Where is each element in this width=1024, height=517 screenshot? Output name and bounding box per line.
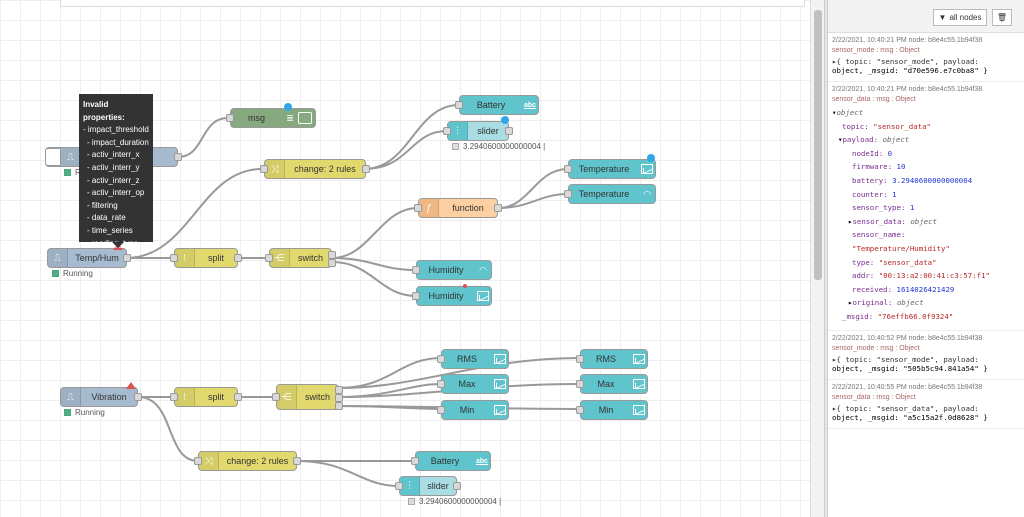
chart-node-rms-1[interactable]: RMS <box>437 349 509 369</box>
chart-node-max-1[interactable]: Max <box>437 374 509 394</box>
debug-message[interactable]: 2/22/2021, 10:40:52 PM node: b8e4c55.1b9… <box>828 331 1024 380</box>
switch-icon: ⋲ <box>277 385 297 409</box>
debug-node-msg[interactable]: msg ≣ <box>226 108 316 128</box>
flow-workspace[interactable]: ⎍ R msg ≣ ⤨ change: 2 rules Battery abc … <box>0 0 810 517</box>
split-node-2[interactable]: ⁝ split <box>170 387 242 407</box>
switch-node-1[interactable]: ⋲ switch <box>265 248 336 268</box>
invalid-properties-tooltip: Invalid properties: - impact_threshold -… <box>79 94 153 248</box>
slider-2-status: 3.2940600000000004 | <box>408 497 501 506</box>
slider-1-status: 3.2940600000000004 | <box>452 142 545 151</box>
chart-icon <box>492 375 508 393</box>
trash-icon: 🗑 <box>996 13 1008 22</box>
sensor-node-temphum[interactable]: ⎍ Temp/Hum <box>47 248 131 268</box>
switch-icon: ⋲ <box>270 249 290 267</box>
text-node-battery-2[interactable]: Battery abc <box>411 451 491 471</box>
wave-icon: ⎍ <box>61 388 81 406</box>
inject-top-status: R <box>64 168 81 177</box>
slider-node-2[interactable]: ⫶ slider <box>395 476 461 496</box>
slider-icon: ⫶ <box>400 477 420 495</box>
gauge-node-humidity[interactable]: Humidity ◠ <box>412 260 492 280</box>
vibration-status: Running <box>64 408 105 417</box>
gauge-node-temperature[interactable]: Temperature ◠ <box>564 184 656 204</box>
shuffle-icon: ⤨ <box>199 452 219 470</box>
expand-icon[interactable]: ▸ <box>832 403 837 413</box>
debug-toggle-button[interactable] <box>298 112 312 124</box>
chart-icon <box>492 350 508 368</box>
collapse-icon[interactable]: ▾ <box>838 135 843 145</box>
output-port[interactable] <box>174 153 182 161</box>
split-icon: ⁝ <box>175 388 195 406</box>
sidebar-resize-handle[interactable] <box>824 0 828 517</box>
inject-icon: ⎍ <box>61 148 81 166</box>
shuffle-icon: ⤨ <box>265 160 285 178</box>
chart-node-min-1[interactable]: Min <box>437 400 509 420</box>
inject-button-icon[interactable] <box>45 148 61 166</box>
function-icon: ƒ <box>419 199 439 217</box>
debug-message[interactable]: 2/22/2021, 10:40:55 PM node: b8e4c55.1b9… <box>828 380 1024 429</box>
slider-icon: ⫶ <box>448 122 468 140</box>
chart-node-temperature[interactable]: Temperature <box>564 159 656 179</box>
chart-node-min-2[interactable]: Min <box>576 400 648 420</box>
expand-icon[interactable]: ▸ <box>848 216 853 226</box>
chart-icon <box>631 375 647 393</box>
chart-icon <box>631 350 647 368</box>
debug-toolbar: ▼ all nodes 🗑 <box>828 0 1024 33</box>
expand-icon[interactable]: ▸ <box>832 57 837 66</box>
change-node-1[interactable]: ⤨ change: 2 rules <box>260 159 370 179</box>
horizontal-scrollbar[interactable] <box>60 0 805 7</box>
change-node-2[interactable]: ⤨ change: 2 rules <box>194 451 301 471</box>
changed-indicator <box>501 116 509 124</box>
chart-node-rms-2[interactable]: RMS <box>576 349 648 369</box>
debug-list-icon: ≣ <box>286 112 294 123</box>
changed-indicator <box>284 103 292 111</box>
chart-node-humidity[interactable]: Humidity <box>412 286 492 306</box>
sensor-node-vibration[interactable]: ⎍ Vibration <box>60 387 142 407</box>
filter-icon: ▼ <box>938 13 947 22</box>
expand-icon[interactable]: ▸ <box>832 354 837 364</box>
debug-sidebar: ▼ all nodes 🗑 2/22/2021, 10:40:21 PM nod… <box>828 0 1024 517</box>
gauge-icon: ◠ <box>479 264 487 275</box>
vertical-scrollbar[interactable] <box>810 0 824 517</box>
function-node[interactable]: ƒ function <box>414 198 502 218</box>
text-node-battery-1[interactable]: Battery abc <box>455 95 539 115</box>
collapse-icon[interactable]: ▾ <box>832 108 837 117</box>
chart-icon <box>639 160 655 178</box>
scrollbar-thumb[interactable] <box>814 10 822 280</box>
split-icon: ⁝ <box>175 249 195 267</box>
gauge-icon: ◠ <box>643 188 651 199</box>
temphum-status: Running <box>52 269 93 278</box>
expand-icon[interactable]: ▸ <box>848 298 853 308</box>
flow-wires <box>125 104 581 487</box>
abc-icon: abc <box>523 101 537 109</box>
slider-node-1[interactable]: ⫶ slider <box>443 121 513 141</box>
split-node-1[interactable]: ⁝ split <box>170 248 242 268</box>
switch-node-2[interactable]: ⋲ switch <box>272 384 343 410</box>
abc-icon: abc <box>475 457 489 465</box>
debug-message-expanded[interactable]: 2/22/2021, 10:40:21 PM node: b8e4c55.1b9… <box>828 82 1024 331</box>
wave-icon: ⎍ <box>48 249 68 267</box>
clear-log-button[interactable]: 🗑 <box>992 9 1012 26</box>
error-indicator <box>463 284 467 288</box>
changed-indicator <box>647 154 655 162</box>
warning-icon <box>126 382 136 389</box>
debug-message[interactable]: 2/22/2021, 10:40:21 PM node: b8e4c55.1b9… <box>828 33 1024 82</box>
filter-button[interactable]: ▼ all nodes <box>933 9 987 26</box>
chart-icon <box>475 287 491 305</box>
chart-node-max-2[interactable]: Max <box>576 374 648 394</box>
chart-icon <box>631 401 647 419</box>
chart-icon <box>492 401 508 419</box>
